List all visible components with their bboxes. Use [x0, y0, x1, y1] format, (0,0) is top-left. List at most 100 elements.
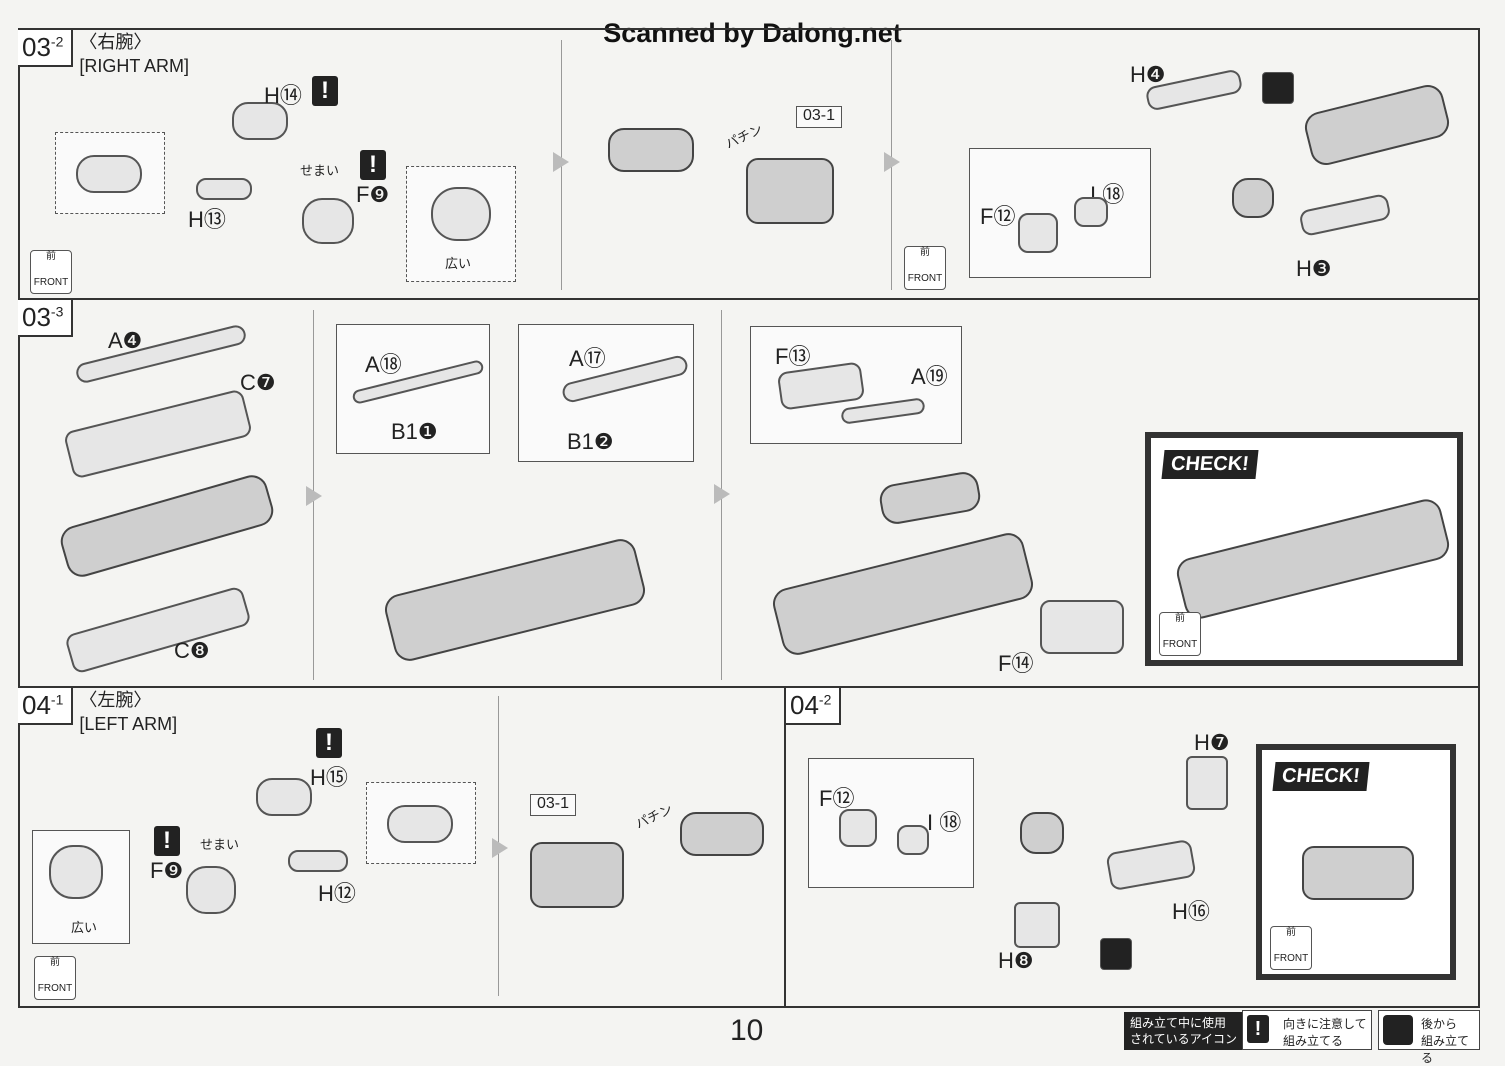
part-illustration	[1014, 902, 1060, 948]
check-badge: CHECK!	[1272, 762, 1370, 791]
part-label: H⑫	[318, 881, 356, 906]
step-number: 03-2	[18, 30, 74, 67]
step-title: 〈左腕〉[LEFT ARM]	[79, 690, 178, 734]
part-label: H❼	[1194, 730, 1230, 755]
part-illustration	[1173, 496, 1453, 622]
step-title: 〈右腕〉[RIGHT ARM]	[79, 32, 190, 76]
warning-icon: !	[312, 76, 338, 106]
part-illustration	[49, 845, 103, 899]
step-03-2-header: 03-2 〈右腕〉[RIGHT ARM]	[18, 30, 189, 78]
detail-box: F⑫ I ⑱	[808, 758, 974, 888]
reference-tag: 03-1	[796, 106, 842, 128]
step-number: 03-3	[18, 300, 74, 337]
step-04-2-header: 04-2	[786, 688, 842, 725]
part-label: H⑭	[264, 83, 302, 108]
legend-later: 後から組み立てる	[1378, 1010, 1480, 1065]
detail-box: F⑬ A⑲	[750, 326, 962, 444]
later-assembly-icon	[1100, 938, 1132, 970]
flow-arrow-icon	[492, 838, 508, 858]
detail-box	[366, 782, 476, 864]
note-label: せまい	[200, 837, 240, 852]
part-illustration	[1018, 213, 1058, 253]
part-label: F⑫	[819, 786, 855, 811]
part-label: H⑯	[1172, 899, 1210, 924]
detail-box: F⑫ I ⑱	[969, 148, 1151, 278]
part-illustration	[1040, 600, 1124, 654]
part-illustration	[232, 102, 288, 140]
part-label: H⑮	[310, 765, 348, 790]
row-divider-1	[18, 298, 1480, 300]
part-label: C❼	[240, 370, 276, 395]
page-number: 10	[730, 1014, 764, 1047]
step-number: 04-1	[18, 688, 74, 725]
part-illustration	[256, 778, 312, 816]
part-illustration	[1302, 846, 1414, 900]
part-label: A⑰	[569, 346, 606, 371]
detail-box: A⑰ B1❷	[518, 324, 694, 462]
step-03-3-header: 03-3	[18, 300, 74, 337]
reference-tag: 03-1	[530, 794, 576, 816]
part-illustration	[1186, 756, 1228, 810]
flow-arrow-icon	[553, 152, 569, 172]
step-04-1-header: 04-1 〈左腕〉[LEFT ARM]	[18, 688, 177, 736]
part-illustration	[746, 158, 834, 224]
detail-box: A⑱ B1❶	[336, 324, 490, 454]
part-label: H⑬	[188, 207, 226, 232]
part-illustration	[608, 128, 694, 172]
part-illustration	[530, 842, 624, 908]
part-label: H❽	[998, 948, 1034, 973]
note-label: 広い	[71, 920, 98, 935]
part-label: F❾	[150, 858, 184, 883]
part-illustration	[288, 850, 348, 872]
part-illustration	[897, 825, 929, 855]
later-assembly-icon	[1262, 72, 1294, 104]
detail-box: 広い	[32, 830, 130, 944]
part-label: C❽	[174, 638, 210, 663]
watermark: Scanned by Dalong.net	[603, 18, 902, 48]
part-illustration	[431, 187, 491, 241]
detail-box	[55, 132, 165, 214]
part-label: H❹	[1130, 62, 1166, 87]
part-illustration	[186, 866, 236, 914]
part-illustration	[1020, 812, 1064, 854]
check-badge: CHECK!	[1161, 450, 1259, 479]
part-illustration	[840, 397, 926, 425]
part-label: F⑬	[775, 344, 811, 369]
warning-icon: !	[360, 150, 386, 180]
part-label: B1❷	[567, 429, 614, 454]
later-assembly-icon	[1383, 1015, 1413, 1045]
legend-later-text: 後から組み立てる	[1421, 1017, 1470, 1065]
part-label: I ⑱	[927, 810, 962, 835]
legend-warn-text: 向きに注意して組み立てる	[1283, 1017, 1367, 1048]
legend-title: 組み立て中に使用されているアイコン	[1124, 1012, 1244, 1050]
row-divider-2	[18, 686, 1480, 688]
legend-warn: ! 向きに注意して組み立てる	[1242, 1010, 1372, 1050]
flow-arrow-icon	[306, 486, 322, 506]
part-label: H❸	[1296, 256, 1332, 281]
part-illustration	[1074, 197, 1108, 227]
flow-arrow-icon	[714, 484, 730, 504]
part-illustration	[680, 812, 764, 856]
part-illustration	[387, 805, 453, 843]
part-label: F⑫	[980, 204, 1016, 229]
part-illustration	[839, 809, 877, 847]
step-number: 04-2	[786, 688, 842, 725]
detail-box: 広い	[406, 166, 516, 282]
warning-icon: !	[154, 826, 180, 856]
note-label: 広い	[445, 256, 472, 271]
part-illustration	[76, 155, 142, 193]
part-illustration	[302, 198, 354, 244]
part-label: A⑱	[365, 352, 402, 377]
warning-icon: !	[1247, 1015, 1269, 1043]
part-label: A⑲	[911, 364, 948, 389]
col-divider-04	[784, 686, 786, 1008]
part-label: F⑭	[998, 651, 1034, 676]
note-label: せまい	[300, 163, 340, 178]
part-label: B1❶	[391, 419, 438, 444]
